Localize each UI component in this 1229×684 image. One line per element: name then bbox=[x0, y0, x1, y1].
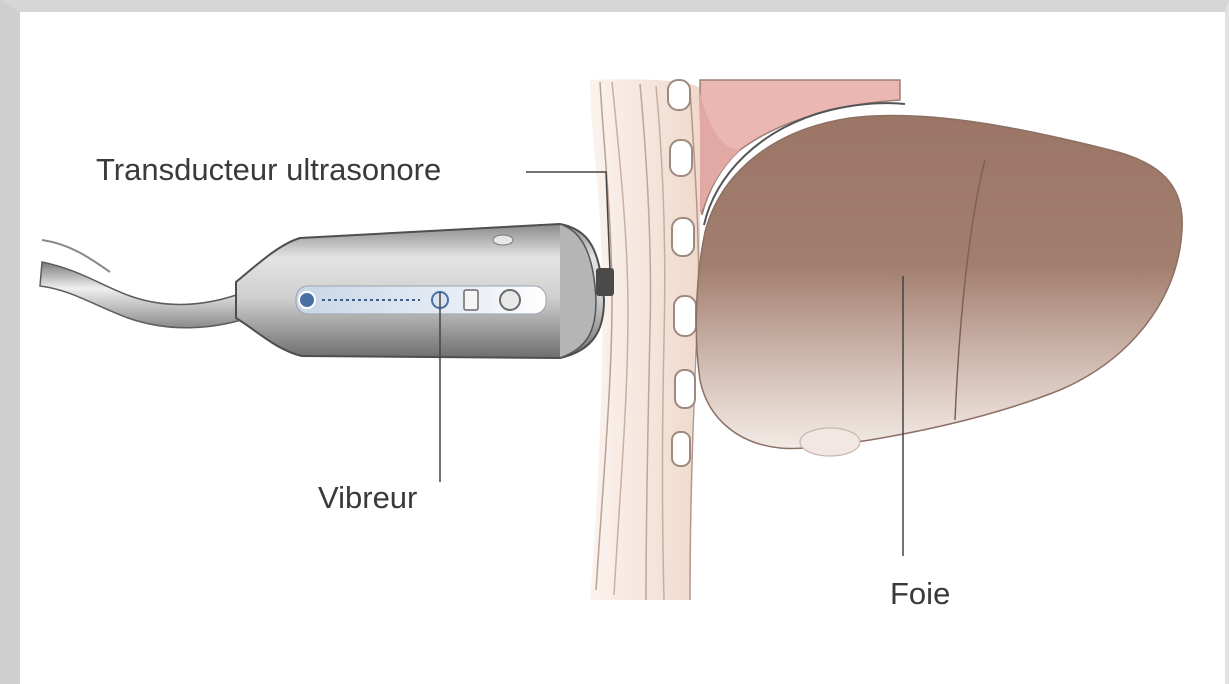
ultrasound-probe bbox=[236, 224, 614, 358]
probe-cable bbox=[40, 240, 248, 328]
vibrator-label: Vibreur bbox=[318, 480, 417, 515]
liver-label: Foie bbox=[890, 576, 950, 611]
probe-tip bbox=[596, 268, 614, 296]
liver bbox=[696, 116, 1182, 456]
logo-icon bbox=[299, 292, 315, 308]
transducer-label: Transducteur ultrasonore bbox=[96, 152, 441, 187]
probe-button-round bbox=[500, 290, 520, 310]
probe-button-square bbox=[464, 290, 478, 310]
